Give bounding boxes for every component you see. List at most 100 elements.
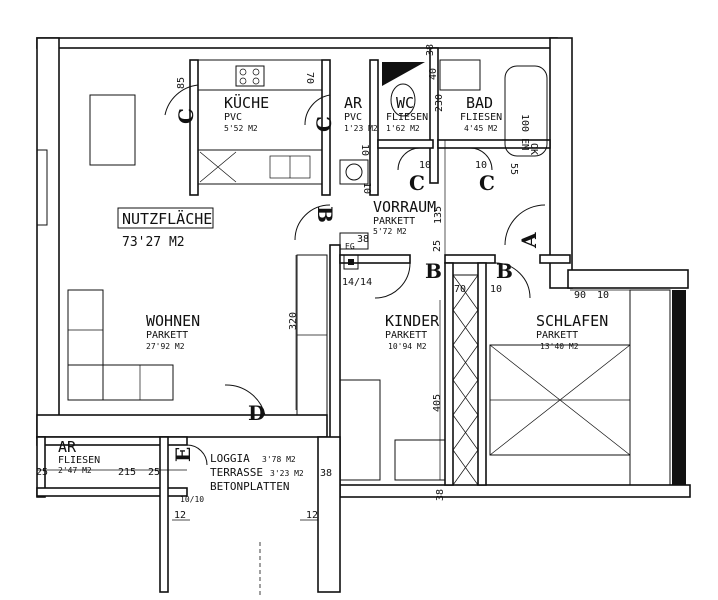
door-swing-entry <box>504 204 546 246</box>
toilet <box>390 83 416 117</box>
door-label-a: A <box>517 232 541 249</box>
room-material-ar2: FLIESEN <box>58 455 100 466</box>
door-swing-kitchen <box>164 84 199 116</box>
dim-38: 38 <box>425 44 436 56</box>
wall-kinder-top <box>339 254 411 264</box>
sofa-left <box>67 289 104 401</box>
dim-215: 215 <box>118 467 136 478</box>
dim-40: 40 <box>428 68 439 80</box>
dim-25: 25 <box>148 467 160 478</box>
wall-bad-bottom <box>437 139 551 149</box>
summary-label: NUTZFLÄCHE <box>122 209 212 228</box>
room-name-wohnen: WOHNEN <box>146 312 200 330</box>
stove <box>235 65 265 87</box>
wall-kinder-schlafen <box>444 262 454 486</box>
room-area-loggia: 3'78 M2 <box>262 455 296 464</box>
wall-schlafen-top <box>539 254 571 264</box>
dim-10-10: 10/10 <box>180 495 204 504</box>
dim-90: 90 <box>574 290 586 301</box>
wardrobe-right <box>629 289 671 486</box>
dim-320: 320 <box>288 312 299 330</box>
dim-100em: 100 EM <box>519 114 530 150</box>
sofa-bottom <box>67 364 174 401</box>
desk-kinder <box>394 439 446 481</box>
wall-ar-right <box>369 59 379 196</box>
wall-ar2-bottom <box>36 487 188 497</box>
dim-85: 85 <box>176 77 187 89</box>
dim-38: 38 <box>357 234 369 245</box>
dim-70: 70 <box>304 72 315 84</box>
room-material-kinder: PARKETT <box>385 330 427 341</box>
room-material-ar1: PVC <box>344 112 362 123</box>
room-material-wc: FLIESEN <box>386 112 428 123</box>
door-swing-wc <box>397 147 421 171</box>
tag-eg: EG <box>345 242 355 251</box>
door-swing-ar2 <box>186 444 208 466</box>
stove-burner <box>252 77 260 85</box>
wall-mid-top <box>444 254 496 264</box>
wall-schlafen-left <box>477 262 487 486</box>
washbasin <box>439 59 481 91</box>
room-material-loggia: TERRASSE <box>210 466 263 479</box>
wall-left <box>36 37 60 439</box>
dim-10: 10 <box>490 284 502 295</box>
kitchen-counter-top <box>197 59 323 91</box>
dim-70: 70 <box>454 284 466 295</box>
dim-10: 10 <box>359 144 370 156</box>
dim-230: 230 <box>434 94 445 112</box>
room-name-ar1: AR <box>344 94 363 112</box>
stove-burner <box>239 77 247 85</box>
room-name-ar2: AR <box>58 438 77 456</box>
kitchen-counter-bottom <box>197 149 323 185</box>
cabinet <box>89 94 136 166</box>
room-material-vorraum: PARKETT <box>373 216 415 227</box>
door-label-b: B <box>425 259 442 283</box>
dim-55: 55 <box>508 163 519 175</box>
door-label-c: C <box>479 171 495 195</box>
room-name-loggia: LOGGIA <box>210 452 250 465</box>
room-name-schlafen: SCHLAFEN <box>536 312 608 330</box>
tag-shaft: 14/14 <box>342 277 372 288</box>
room-area-ar1: 1'23 M2 <box>344 124 378 133</box>
room-material-bad: FLIESEN <box>460 112 502 123</box>
bed-kinder <box>339 379 381 481</box>
dim-10: 10 <box>597 290 609 301</box>
tags: EG 14/14 <box>342 242 372 288</box>
door-label-c: C <box>409 171 425 195</box>
wall-bottom <box>339 484 691 498</box>
fixtures <box>67 59 631 486</box>
room-area-vorraum: 5'72 M2 <box>373 227 407 236</box>
wall-wc-right <box>429 47 439 184</box>
interior-walls <box>36 47 571 593</box>
room-area-schlafen: 13'40 M2 <box>540 342 579 351</box>
summary-box <box>117 207 214 229</box>
room-name-kueche: KÜCHE <box>224 93 269 112</box>
room-name-vorraum: VORRAUM <box>373 198 436 216</box>
door-swings <box>164 84 546 466</box>
room-area-bad: 4'45 M2 <box>464 124 498 133</box>
door-label-c: C <box>312 116 336 132</box>
dim-ok: OK <box>528 143 539 155</box>
summary-area: 73'27 M2 <box>122 235 185 250</box>
door-label-e: E <box>171 447 195 462</box>
wall-right-dark <box>672 290 686 485</box>
door-label-c: C <box>174 108 198 124</box>
dim-10: 10 <box>419 160 431 171</box>
room-area-wc: 1'62 M2 <box>386 124 420 133</box>
room-labels: NUTZFLÄCHE 73'27 M2 KÜCHE PVC 5'52 M2 AR… <box>58 93 608 493</box>
room-material-schlafen: PARKETT <box>536 330 578 341</box>
bathtub <box>504 65 548 157</box>
wall-ar2-left <box>36 436 46 498</box>
dim-135: 135 <box>433 206 444 224</box>
dimension-lines <box>37 140 630 595</box>
stove-burner <box>252 68 260 76</box>
room-area-kueche: 5'52 M2 <box>224 124 258 133</box>
room-area-ar2: 2'47 M2 <box>58 466 92 475</box>
wall-bedroom-top <box>567 269 689 289</box>
dim-25: 25 <box>36 467 48 478</box>
dim-12: 12 <box>306 510 318 521</box>
window-left <box>36 149 48 226</box>
wall-kitchen-right <box>321 59 331 196</box>
room-area-kinder: 10'94 M2 <box>388 342 427 351</box>
door-labels: C C C C B B B A D E <box>171 108 541 462</box>
